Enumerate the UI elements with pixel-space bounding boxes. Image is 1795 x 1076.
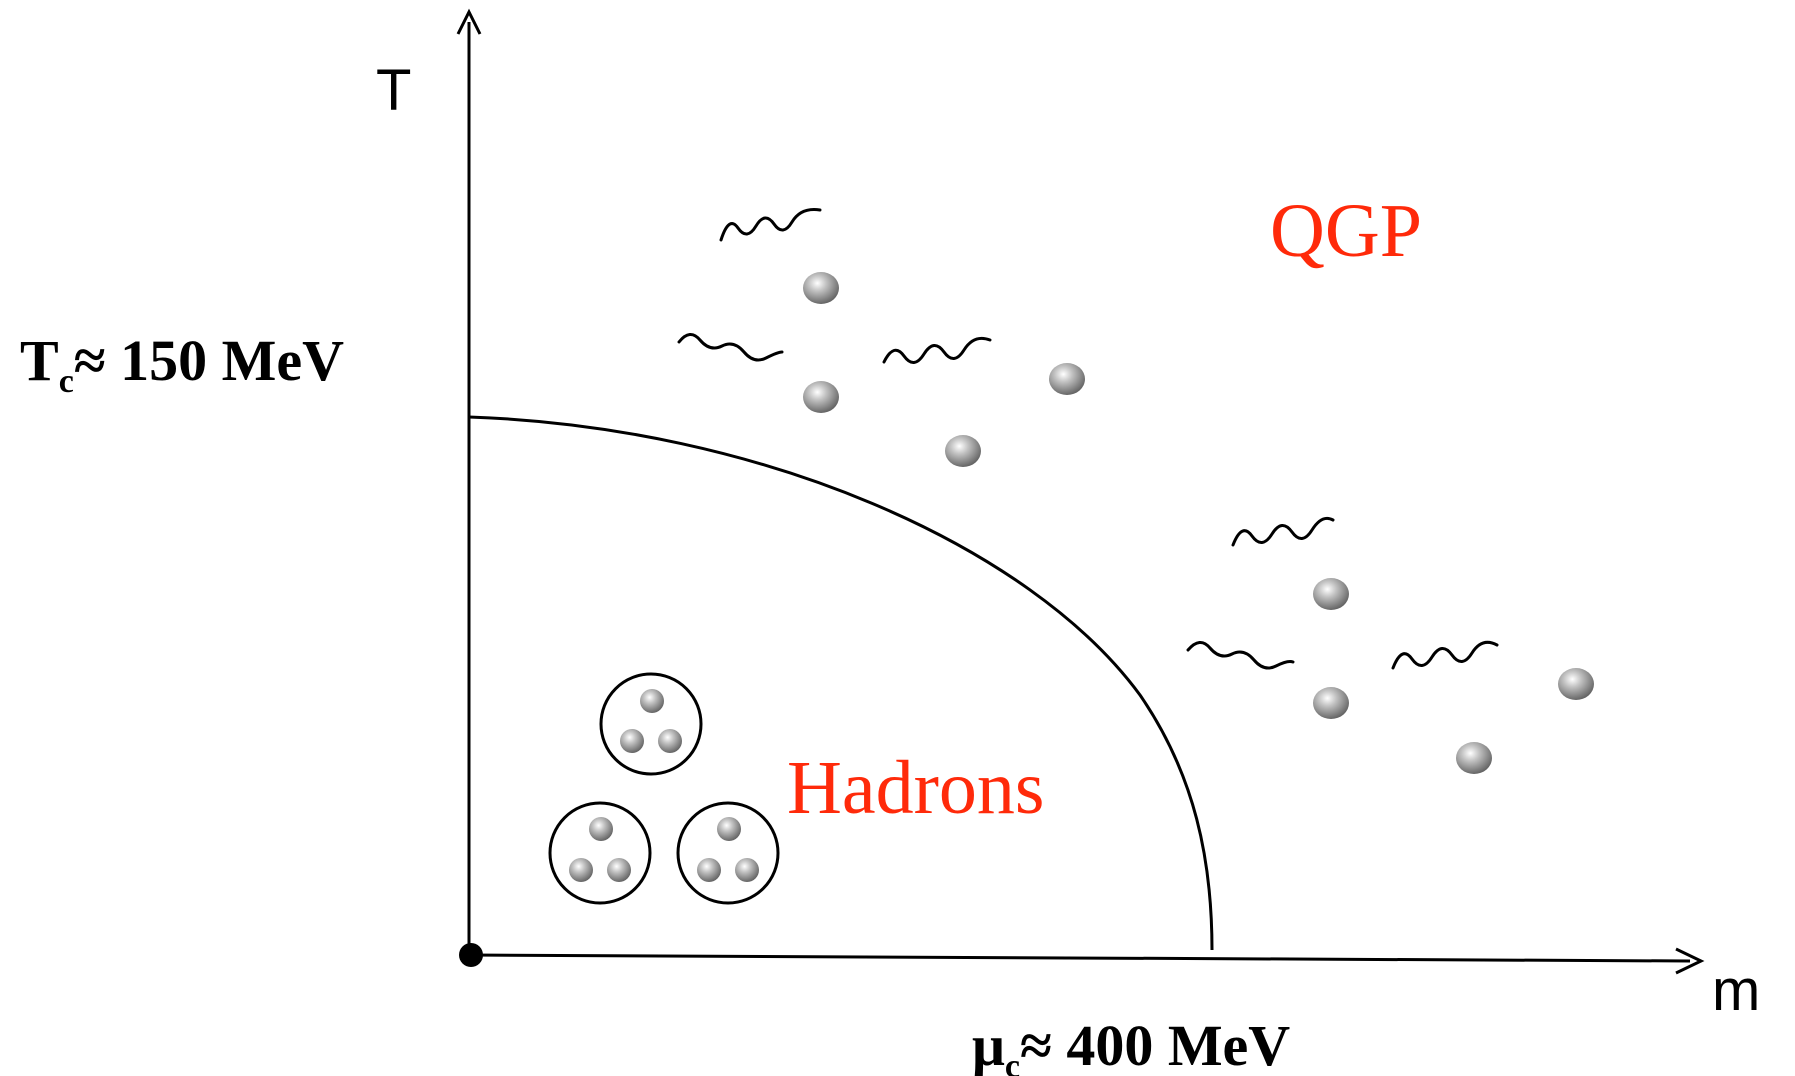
quark-sphere-icon [945,435,981,467]
gluon-wavy-line-icon [1391,640,1499,670]
hadron-circle-icon [548,801,652,905]
gluon-group [677,208,1499,670]
quark-sphere-icon [1558,668,1594,700]
x-axis-arrow-icon [1675,947,1705,975]
gluon-wavy-line-icon [1186,641,1295,670]
quark-sphere-icon [1049,363,1085,395]
quark-sphere-icon [1456,742,1492,774]
x-axis-line [468,953,1691,963]
critical-temperature-label: Tc≈ 150 MeV [20,328,344,400]
critical-temperature-subscript: c [59,363,74,400]
hadrons-label: Hadrons [787,746,1045,830]
y-axis-label: T [376,58,411,123]
gluon-wavy-line-icon [1231,516,1335,547]
gluon-wavy-line-icon [882,336,992,364]
y-axis-arrow-icon [456,8,482,35]
critical-potential-label: μc≈ 400 MeV [972,1013,1290,1076]
critical-potential-symbol: μ [972,1013,1005,1076]
qgp-label: QGP [1270,189,1422,273]
quark-sphere-icon [803,272,839,304]
hadron-circle-icon [676,801,780,905]
critical-potential-subscript: c [1005,1048,1020,1076]
critical-potential-value: ≈ 400 MeV [1020,1013,1290,1076]
x-axis-label: m [1712,958,1760,1023]
quark-sphere-icon [1313,687,1349,719]
hadron-circle-icon [599,672,703,776]
gluon-wavy-line-icon [719,208,822,242]
critical-temperature-symbol: T [20,328,59,393]
quark-group [803,272,1594,774]
phase-boundary-curve [468,415,1214,951]
gluon-wavy-line-icon [677,333,784,362]
quark-sphere-icon [803,381,839,413]
quark-sphere-icon [1313,578,1349,610]
critical-temperature-value: ≈ 150 MeV [74,328,344,393]
origin-dot [459,943,483,967]
